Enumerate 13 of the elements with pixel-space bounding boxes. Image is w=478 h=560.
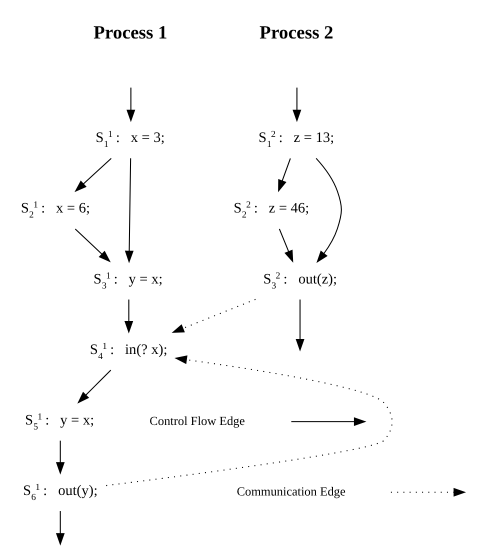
label: Process 1 (94, 22, 168, 43)
legend-label: Communication Edge (236, 484, 346, 498)
legend-label: Control Flow Edge (150, 413, 245, 428)
node-text: S$_{2}$$^{1}$ : x = 6; (20, 200, 90, 220)
node-text: S$_{4}$$^{1}$ : in(? x); (90, 341, 168, 362)
node-text: S$_{3}$$^{1}$ : y = x; (94, 270, 163, 291)
node-text: S$_{1}$$^{1}$ : x = 3; (96, 130, 165, 150)
node-text: S$_{3}$$^{2}$ : out(z); (263, 270, 338, 291)
node-text: S$_{1}$$^{2}$ : z = 13; (258, 130, 334, 150)
label: Process 2 (260, 22, 334, 43)
node-text: S$_{2}$$^{2}$ : z = 46; (234, 200, 310, 220)
node-text: S$_{5}$$^{1}$ : y = x; (25, 412, 94, 432)
node-text: S$_{6}$$^{1}$ : out(y); (22, 482, 98, 503)
